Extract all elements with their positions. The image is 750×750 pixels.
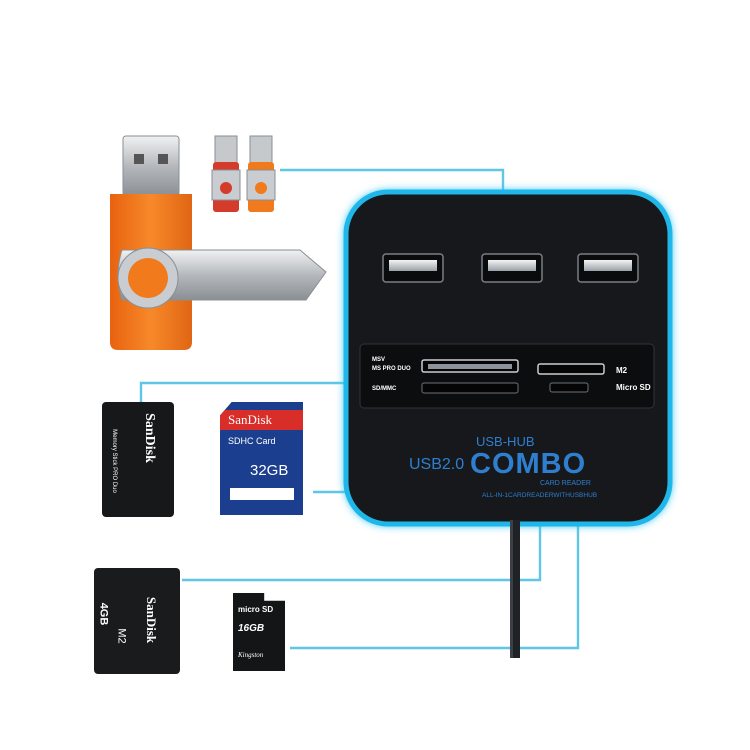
sd-slot	[421, 382, 519, 394]
combo-hub	[343, 189, 673, 527]
small-usb-drive-orange	[246, 135, 276, 212]
m2-card-capacity: 4GB	[97, 602, 110, 626]
micro-sd-label: Micro SD	[616, 383, 651, 392]
usb-port-3	[577, 253, 639, 283]
usb-port-2	[481, 253, 543, 283]
combo-text: COMBO	[470, 448, 587, 480]
ms-card-brand: SanDisk	[141, 413, 157, 463]
ms-card-capacity: 8GB	[89, 418, 104, 444]
card-reader-text: CARD READER	[540, 480, 591, 487]
sd-card: SanDisk SDHC Card 32GB	[220, 402, 303, 515]
microsd-card-capacity: 16GB	[238, 623, 265, 634]
ms-slot	[421, 359, 519, 373]
sd-card-brand-band	[220, 410, 303, 430]
orange-usb-drive	[110, 135, 327, 350]
sd-mmc-label: SD/MMC	[372, 386, 397, 392]
usb-port-1	[382, 253, 444, 283]
microsd-slot	[537, 363, 605, 393]
small-usb-drive-red	[211, 135, 241, 212]
m2-card-type: M2	[115, 628, 128, 644]
usb-hub-text: USB-HUB	[476, 434, 535, 449]
usb-cable	[510, 520, 520, 658]
usb20-text: USB2.0	[409, 456, 465, 473]
m2-card: 4GB SanDisk M2	[94, 568, 180, 674]
microsd-card-brand: Kingston	[238, 651, 264, 659]
microsd-card-logo: micro SD	[238, 605, 274, 614]
ms-pro-duo-card: 8GB SanDisk Memory Stick PRO Duo	[89, 402, 174, 517]
sd-card-brand: SanDisk	[228, 412, 273, 427]
ms-card-type: Memory Stick PRO Duo	[110, 429, 117, 493]
sd-card-type: SDHC Card	[228, 436, 276, 446]
ms-pro-duo-label: MS PRO DUO	[372, 366, 411, 372]
m2-card-brand: SanDisk	[144, 596, 160, 644]
microsd-card: micro SD 16GB Kingston	[233, 593, 285, 671]
sd-card-white-band	[230, 488, 294, 500]
m2-label: M2	[616, 366, 628, 375]
msv-label: MSV	[372, 357, 386, 363]
all-in-one-text: ALL-IN-1CARDREADERWITHUSBHUB	[482, 492, 598, 499]
sd-card-capacity: 32GB	[250, 462, 289, 479]
